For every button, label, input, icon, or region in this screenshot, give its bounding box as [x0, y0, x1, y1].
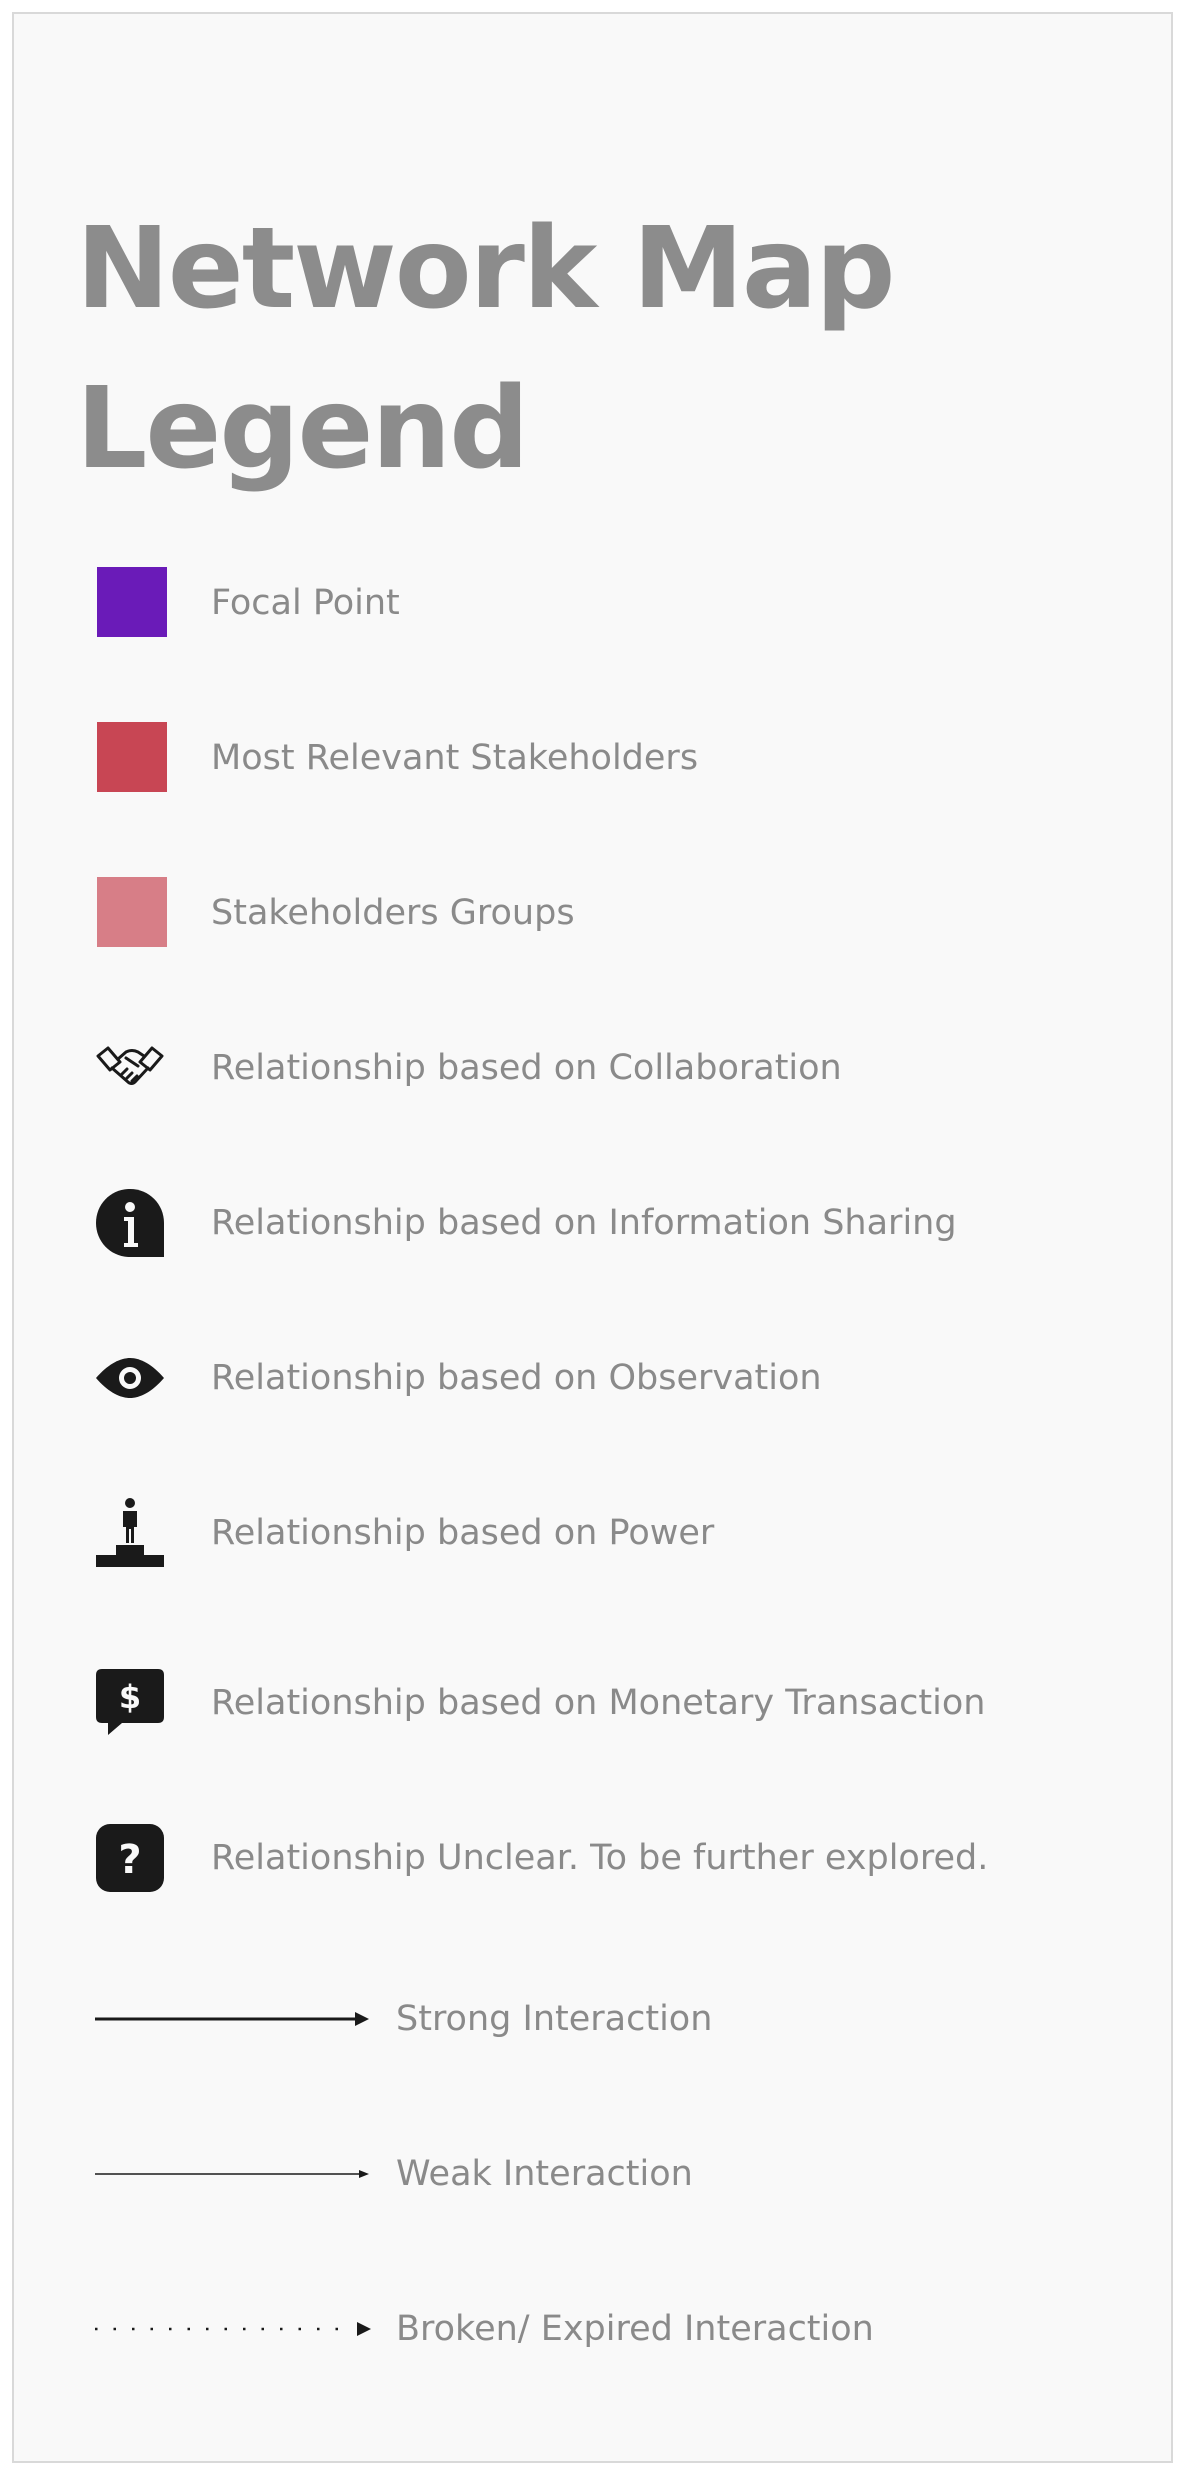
legend-item-collaboration: Relationship based on Collaboration [14, 1026, 1175, 1106]
legend-label: Weak Interaction [396, 2154, 693, 2194]
legend-item-power: Relationship based on Power [14, 1491, 1175, 1571]
info-bubble-icon [94, 1187, 166, 1259]
legend-item-most-relevant: Most Relevant Stakeholders [14, 716, 1175, 796]
focal-point-swatch [97, 567, 167, 637]
legend-label: Relationship Unclear. To be further expl… [211, 1838, 989, 1878]
dollar-bubble-icon: $ [94, 1667, 166, 1739]
legend-label: Relationship based on Information Sharin… [211, 1203, 957, 1243]
legend-item-information-sharing: Relationship based on Information Sharin… [14, 1181, 1175, 1261]
handshake-icon [94, 1032, 166, 1104]
legend-label: Stakeholders Groups [211, 893, 575, 933]
legend-label: Strong Interaction [396, 1999, 713, 2039]
most-relevant-swatch [97, 722, 167, 792]
legend-label: Relationship based on Observation [211, 1358, 822, 1398]
legend-item-observation: Relationship based on Observation [14, 1336, 1175, 1416]
legend-label: Relationship based on Monetary Transacti… [211, 1683, 986, 1723]
dotted-arrow-icon [91, 2307, 371, 2351]
legend-item-monetary: $ Relationship based on Monetary Transac… [14, 1661, 1175, 1741]
legend-item-weak-interaction: Weak Interaction [14, 2132, 1175, 2212]
strong-arrow-icon [91, 1997, 371, 2041]
legend-item-strong-interaction: Strong Interaction [14, 1977, 1175, 2057]
legend-label: Most Relevant Stakeholders [211, 738, 699, 778]
legend-item-stakeholder-groups: Stakeholders Groups [14, 871, 1175, 951]
stakeholder-groups-swatch [97, 877, 167, 947]
svg-text:?: ? [118, 1837, 141, 1883]
legend-card: Network Map Legend Focal Point Most Rele… [12, 12, 1173, 2463]
svg-text:$: $ [119, 1678, 141, 1716]
legend-label: Relationship based on Collaboration [211, 1048, 842, 1088]
page-title: Network Map Legend [76, 204, 896, 494]
weak-arrow-icon [91, 2152, 371, 2196]
legend-item-focal-point: Focal Point [14, 561, 1175, 641]
legend-label: Broken/ Expired Interaction [396, 2309, 874, 2349]
legend-item-unclear: ? Relationship Unclear. To be further ex… [14, 1816, 1175, 1896]
legend-item-broken-interaction: Broken/ Expired Interaction [14, 2287, 1175, 2367]
podium-person-icon [94, 1497, 166, 1569]
question-box-icon: ? [94, 1822, 166, 1894]
legend-label: Focal Point [211, 583, 400, 623]
eye-icon [94, 1342, 166, 1414]
legend-label: Relationship based on Power [211, 1513, 715, 1553]
